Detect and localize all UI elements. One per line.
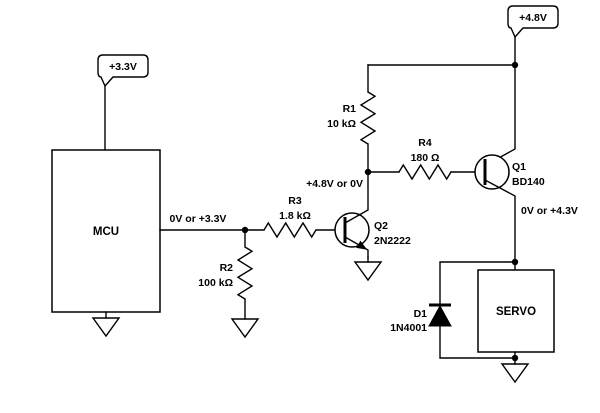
transistor-q1: Q1 BD140 <box>474 64 545 271</box>
d1-value: 1N4001 <box>390 322 427 334</box>
d1-bottom-branch <box>439 325 516 359</box>
npn-arrow-icon <box>356 240 368 250</box>
voltage-flag-icon <box>507 5 559 38</box>
net-label-q1-collector: 0V or +4.3V <box>521 205 578 217</box>
r2-value: 100 kΩ <box>198 277 233 289</box>
r1-value: 10 kΩ <box>327 118 356 130</box>
r3-value: 1.8 kΩ <box>279 210 311 222</box>
servo-box <box>477 269 555 353</box>
mcu-block: MCU <box>51 149 161 338</box>
net-mcu-output: 0V or +3.3V <box>159 213 249 234</box>
servo-label: SERVO <box>496 306 536 318</box>
r4-value: 180 Ω <box>411 152 440 164</box>
diode-d1: D1 1N4001 <box>390 258 519 359</box>
q2-emitter-lead <box>344 236 369 258</box>
power-flag-3v3: +3.3V <box>97 54 149 151</box>
d1-ref: D1 <box>414 308 428 320</box>
junction-dot <box>511 354 519 362</box>
ground-symbol <box>91 317 121 338</box>
r4-ref: R4 <box>418 137 432 149</box>
resistor-zigzag <box>398 163 452 181</box>
resistor-zigzag <box>236 246 254 300</box>
ground-symbol <box>353 261 383 282</box>
voltage-label-3v3: +3.3V <box>109 61 137 73</box>
ground-symbol <box>500 363 530 384</box>
supply-rail <box>367 61 519 69</box>
net-q1-collector: 0V or +4.3V <box>521 205 578 217</box>
q2-collector-lead <box>344 171 369 224</box>
transistor-q2: Q2 2N2222 <box>315 171 411 282</box>
q1-collector-lead <box>484 179 516 271</box>
power-flag-4v8: +4.8V <box>507 5 559 66</box>
resistor-r4: R4 180 Ω <box>367 137 486 181</box>
resistor-zigzag <box>263 221 317 239</box>
r2-ref: R2 <box>220 262 234 274</box>
d1-top-branch <box>439 261 516 306</box>
voltage-label-4v8: +4.8V <box>519 12 547 24</box>
q1-emitter-lead <box>485 64 516 166</box>
ground-symbol <box>230 318 260 339</box>
voltage-flag-icon <box>97 54 149 87</box>
q1-ref: Q1 <box>512 161 526 173</box>
mcu-label: MCU <box>93 226 119 238</box>
net-label-q2-collector: +4.8V or 0V <box>306 178 363 190</box>
q2-ref: Q2 <box>374 220 388 232</box>
r1-ref: R1 <box>343 103 357 115</box>
resistor-r3: R3 1.8 kΩ <box>244 195 317 239</box>
mcu-box <box>51 149 161 313</box>
transistor-circle <box>334 212 370 248</box>
resistor-zigzag <box>359 91 377 145</box>
resistor-r1: R1 10 kΩ <box>327 64 377 173</box>
diode-triangle-icon <box>428 304 452 327</box>
resistor-r2: R2 100 kΩ <box>198 229 260 339</box>
q1-value: BD140 <box>512 176 545 188</box>
q2-value: 2N2222 <box>374 235 411 247</box>
net-label-mcu-output: 0V or +3.3V <box>170 213 227 225</box>
r3-ref: R3 <box>288 195 302 207</box>
servo-block: SERVO <box>477 269 555 384</box>
net-q2-collector: +4.8V or 0V <box>306 168 372 190</box>
